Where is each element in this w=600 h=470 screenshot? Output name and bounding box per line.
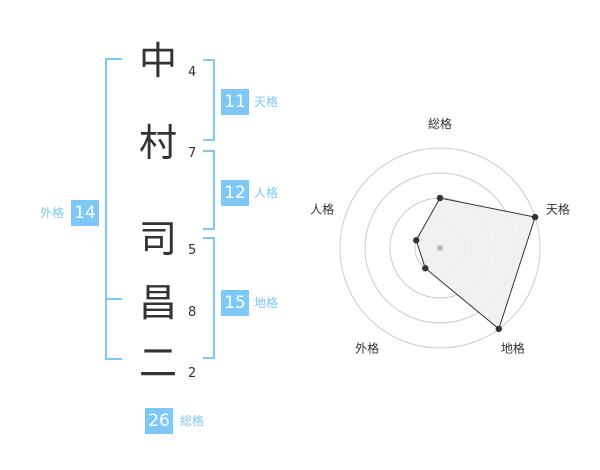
gai-value-badge: 14 xyxy=(71,200,99,226)
radar-point-2 xyxy=(531,213,539,221)
stroke-count-1: 4 xyxy=(188,65,197,80)
name-char-1: 中 xyxy=(138,39,177,83)
stroke-count-5: 2 xyxy=(188,366,197,381)
radar-axis-label-3: 地格 xyxy=(501,340,525,355)
chi-value-badge: 15 xyxy=(221,290,249,316)
outer-bracket xyxy=(105,58,122,360)
radar-center-dot xyxy=(437,245,443,251)
radar-axis-label-1: 総格 xyxy=(428,116,452,131)
radar-axis-label-4: 外格 xyxy=(355,340,379,355)
ten-bracket xyxy=(203,59,215,141)
jin-label: 人格 xyxy=(254,186,279,200)
radar-ring-4 xyxy=(339,147,541,349)
radar-area xyxy=(415,197,536,330)
so-value-badge: 26 xyxy=(145,408,173,434)
chi-label: 地格 xyxy=(254,296,279,310)
stroke-count-2: 7 xyxy=(188,146,197,161)
stroke-count-3: 5 xyxy=(188,243,197,258)
gai-label: 外格 xyxy=(40,206,65,220)
so-label: 総格 xyxy=(180,414,205,428)
name-char-4: 昌 xyxy=(138,281,177,325)
radar-point-1 xyxy=(436,194,444,202)
jin-value-badge: 12 xyxy=(221,180,249,206)
stroke-count-4: 8 xyxy=(188,305,197,320)
radar-point-3 xyxy=(495,325,502,333)
name-char-5: 二 xyxy=(138,341,177,385)
radar-axis-label-5: 人格 xyxy=(310,202,334,217)
ten-value-badge: 11 xyxy=(221,89,249,115)
ten-label: 天格 xyxy=(254,95,279,109)
jin-bracket xyxy=(203,150,215,230)
chi-bracket xyxy=(203,237,215,359)
radar-point-5 xyxy=(413,237,420,244)
name-char-2: 村 xyxy=(138,121,177,165)
name-char-3: 司 xyxy=(138,217,177,261)
radar-axis-label-2: 天格 xyxy=(546,202,570,217)
radar-point-4 xyxy=(422,265,429,272)
